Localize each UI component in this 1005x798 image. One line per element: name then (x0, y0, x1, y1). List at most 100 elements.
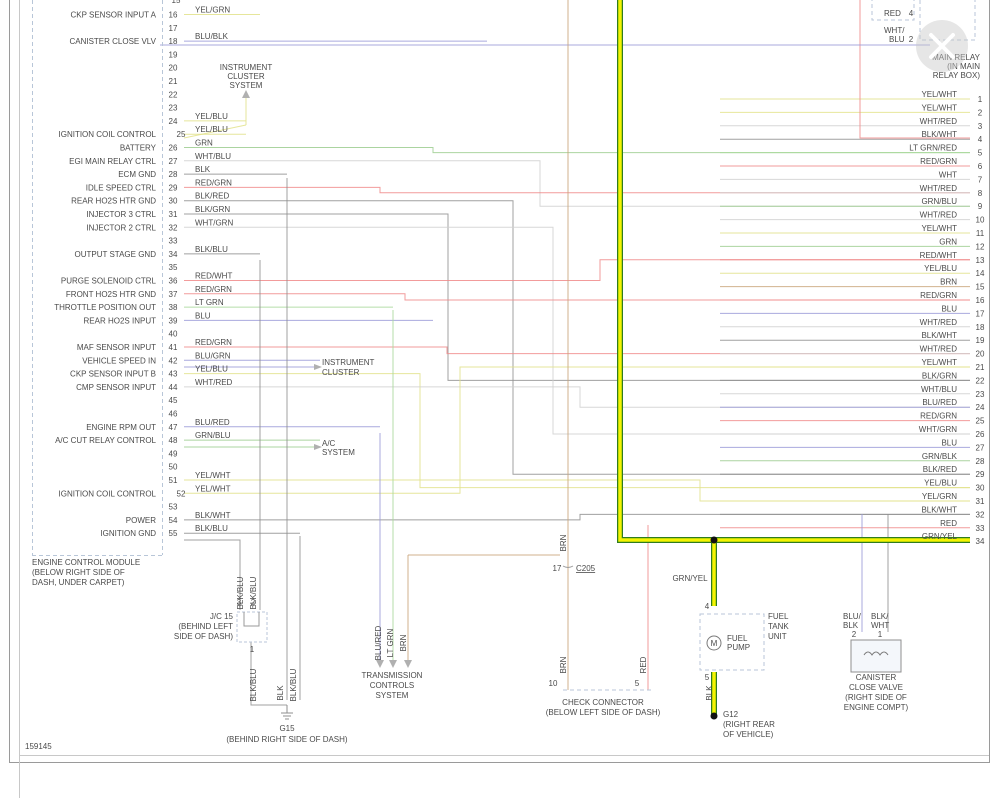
right-pin-wire-code: GRN/BLK (922, 452, 958, 461)
right-pin-wire-code: YEL/BLU (924, 264, 957, 273)
ecm-pin-number: 48 (169, 436, 178, 445)
check-connector-pin-number: 10 (549, 679, 558, 688)
ecm-pin-label: REAR HO2S INPUT (84, 316, 157, 325)
main-relay-caption: RELAY BOX) (933, 71, 981, 80)
ecm-pin-wire-code: YEL/BLU (195, 112, 228, 121)
jc15-caption: SIDE OF DASH) (174, 632, 233, 641)
trans-wire-code: BLU/RED (374, 625, 383, 660)
right-pin-wire-code: YEL/GRN (922, 492, 957, 501)
g15-caption: G15 (279, 724, 295, 733)
text-group: ENGINE CONTROL MODULE(BELOW RIGHT SIDE O… (25, 0, 985, 751)
right-pin-wire-code: WHT (939, 170, 957, 179)
canister-wire-code: BLU/ (843, 612, 862, 621)
fuel-tank-unit-label: UNIT (768, 632, 787, 641)
right-pin-wire-code: YEL/WHT (921, 90, 957, 99)
right-pin-wire-code: WHT/RED (920, 345, 958, 354)
ecm-pin-number: 33 (169, 237, 178, 246)
right-pin-number: 24 (976, 403, 985, 412)
right-pin-wire-code: BLK/RED (923, 465, 957, 474)
ecm-pin-label: PURGE SOLENOID CTRL (61, 277, 157, 286)
g15-wire-code: BLK/BLU (289, 668, 298, 701)
jc15-caption: J/C 15 (210, 612, 234, 621)
ecm-pin-label: CMP SENSOR INPUT (76, 383, 156, 392)
highlighted-wire (618, 0, 970, 716)
wire (184, 293, 970, 301)
right-pin-wire-code: GRN/YEL (922, 532, 958, 541)
right-pin-number: 2 (978, 108, 983, 117)
ecm-pin-label: MAF SENSOR INPUT (77, 343, 156, 352)
ecm-pin-number: 16 (169, 11, 178, 20)
canister-pin-number: 1 (878, 630, 883, 639)
canister-wire-code: BLK/ (871, 612, 889, 621)
relay-wire-code: RED (884, 9, 901, 18)
c205-connector (562, 565, 574, 568)
ecm-pin-wire-code: RED/GRN (195, 178, 232, 187)
ecm-pin-wire-code: YEL/BLU (195, 125, 228, 134)
canister-wire-code: WHT (871, 621, 889, 630)
check-connector-pin-number: 5 (635, 679, 640, 688)
ecm-pin-number: 20 (169, 64, 178, 73)
ecm-pin-number: 22 (169, 90, 178, 99)
instrument-cluster-label: CLUSTER (322, 368, 360, 377)
fuel-pump-pin-number: 5 (705, 673, 710, 682)
ecm-pin-label: BATTERY (120, 144, 157, 153)
ecm-pin-number: 42 (169, 356, 178, 365)
check-connector-caption: CHECK CONNECTOR (562, 698, 644, 707)
transmission-caption: TRANSMISSION (362, 671, 423, 680)
jc15-wire-code: BLK/BLU (236, 576, 245, 609)
ecm-pin-number: 17 (169, 24, 178, 33)
main-relay-caption: (IN MAIN (947, 62, 980, 71)
ecm-pin-number: 44 (169, 383, 178, 392)
right-pin-number: 31 (976, 497, 985, 506)
arrow-icon (242, 90, 250, 98)
right-pin-wire-code: RED/GRN (920, 157, 957, 166)
right-pin-number: 1 (978, 95, 983, 104)
ecm-pin-label: THROTTLE POSITION OUT (54, 303, 156, 312)
wire (183, 124, 247, 139)
wire (859, 0, 970, 139)
right-pin-wire-code: WHT/RED (920, 211, 958, 220)
jc15-box (236, 611, 268, 643)
right-pin-number: 34 (976, 537, 985, 546)
ecm-pin-number: 50 (169, 463, 178, 472)
ecm-pin-number: 36 (169, 277, 178, 286)
close-icon (929, 33, 955, 59)
component-group (32, 0, 976, 720)
ecm-pin-number: 53 (169, 503, 178, 512)
right-pin-number: 20 (976, 350, 985, 359)
right-pin-wire-code: GRN/BLU (921, 197, 957, 206)
ecm-pin-number: 19 (169, 50, 178, 59)
right-pin-number: 8 (978, 189, 983, 198)
ecm-pin-number: 54 (169, 516, 178, 525)
ecm-pin-number: 26 (169, 144, 178, 153)
instrument-cluster-label: INSTRUMENT (322, 358, 375, 367)
jc15-pin-number: 2 (251, 598, 256, 607)
fuel-pump-wire-code: GRN/YEL (672, 574, 708, 583)
trans-wire-code: BRN (399, 634, 408, 651)
arrow-icon (314, 444, 322, 450)
ecm-pin-wire-code: YEL/WHT (195, 471, 231, 480)
figure-id: 159145 (25, 742, 52, 751)
ecm-pin-wire-code: BLK/GRN (195, 205, 230, 214)
right-pin-wire-code: BLK/WHT (921, 331, 957, 340)
right-pin-number: 23 (976, 390, 985, 399)
ground-point (710, 712, 718, 720)
right-pin-number: 19 (976, 336, 985, 345)
jc15-pin-number: 3 (237, 598, 242, 607)
wire (184, 213, 970, 381)
ecm-pin-label: POWER (126, 516, 156, 525)
relay-pin-number: 4 (909, 9, 914, 18)
right-pin-wire-code: RED/GRN (920, 291, 957, 300)
right-pin-number: 32 (976, 510, 985, 519)
close-button[interactable] (916, 20, 968, 72)
ecm-pin-wire-code: WHT/BLU (195, 152, 231, 161)
ecm-pin-number: 23 (169, 104, 178, 113)
jc15-pin-number: 1 (250, 645, 255, 654)
trans-wire-code: LT GRN (386, 628, 395, 657)
main-relay-caption: MAIN RELAY (932, 53, 981, 62)
instrument-cluster-system-label: SYSTEM (230, 81, 263, 90)
ecm-pin-number: 52 (177, 489, 186, 498)
right-pin-number: 30 (976, 484, 985, 493)
ecm-pin-number: 38 (169, 303, 178, 312)
